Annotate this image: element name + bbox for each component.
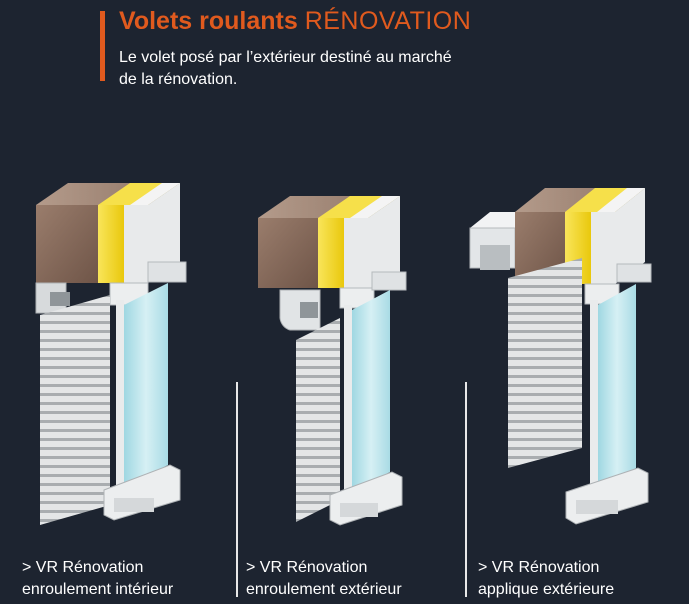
shutter-slats [508,258,582,468]
masonry-block [258,218,318,288]
insulation-layer [318,218,344,288]
window-glass [598,284,636,490]
title-bold: Volets roulants [119,7,298,35]
subtitle-line-2: de la rénovation. [119,71,238,88]
product-caption-2: > VR Rénovation enroulement extérieur [246,557,402,601]
box-housing [591,188,645,284]
product-1-illustration [35,183,187,525]
insulation-layer [98,205,124,283]
box-housing [124,183,180,283]
product-3-name: > VR Rénovation [478,559,600,576]
product-2-name: > VR Rénovation [246,559,368,576]
column-divider-1 [236,382,238,597]
window-glass [124,283,168,487]
shutter-slats [296,318,340,522]
box-housing [344,196,400,290]
product-3-type: applique extérieure [478,581,615,598]
title-light: RÉNOVATION [304,7,472,35]
product-caption-3: > VR Rénovation applique extérieure [478,557,614,601]
product-2-illustration [258,196,407,526]
window-glass [352,290,390,492]
product-caption-1: > VR Rénovation enroulement intérieur [22,557,173,601]
product-3-illustration [469,188,652,525]
product-2-type: enroulement extérieur [246,581,402,598]
masonry-block [36,205,98,283]
page-title: Volets roulants RÉNOVATION [119,6,471,36]
shutter-slats [40,295,110,525]
subtitle-line-1: Le volet posé par l’extérieur destiné au… [119,49,452,66]
product-1-name: > VR Rénovation [22,559,144,576]
title-accent-bar [100,11,105,81]
product-1-type: enroulement intérieur [22,581,174,598]
column-divider-2 [465,382,467,597]
page-subtitle: Le volet posé par l’extérieur destiné au… [119,47,452,91]
